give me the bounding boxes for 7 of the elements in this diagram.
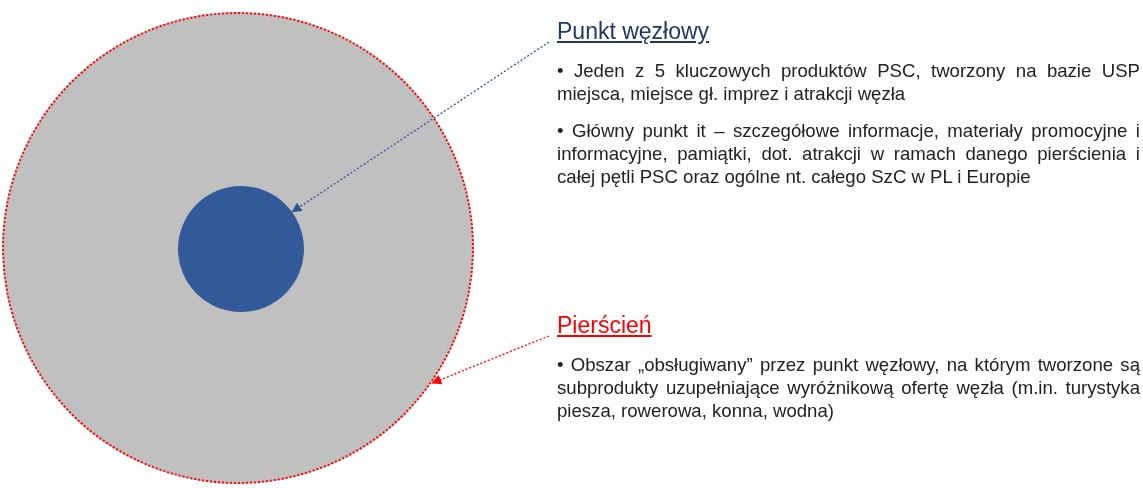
bullet-text: • Jeden z 5 kluczowych produktów PSC, tworzony na bazie USP miejsca, miejsce gł. imprez i atrakcji węzła: [557, 59, 1140, 105]
heading: Pierścień: [557, 312, 652, 339]
leader-line: [430, 335, 550, 385]
bullet-text: • Obszar „obsługiwany” przez punkt węzłowy, na którym tworzone są subprodukty uzupełniające wyróżnikową ofertę węzła (m.in. turystyka piesza, rowerowa, konna, wodna): [557, 353, 1140, 422]
leader-line: [290, 41, 550, 213]
bullet-text: • Główny punkt it – szczegółowe informacje, materiały promocyjne i informacyjne, pamiątki, dot. atrakcji w ramach danego pierścienia i całej pętli PSC oraz ogólne nt. całego SzC w PL i Europie: [557, 119, 1140, 188]
heading: Punkt węzłowy: [557, 18, 710, 45]
